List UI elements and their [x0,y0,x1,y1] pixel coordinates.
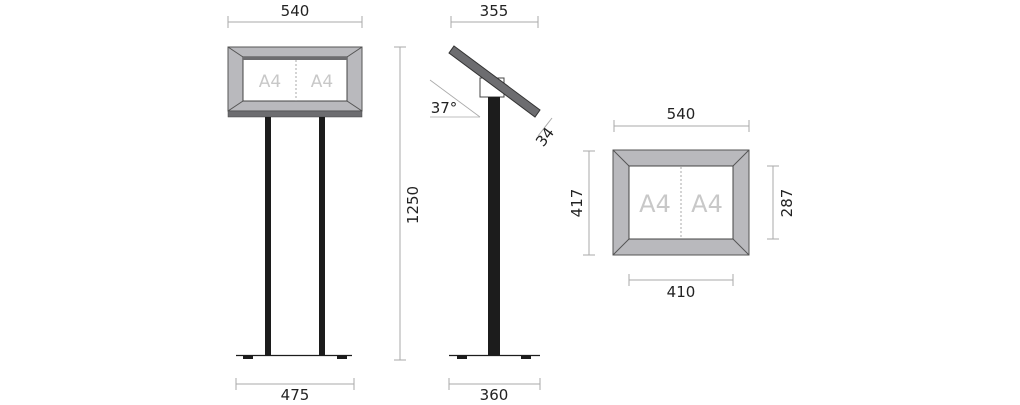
display-window [242,56,348,102]
angle-label: 37° [431,99,458,117]
side-depth-label: 355 [480,2,509,20]
tilted-panel [448,45,541,118]
a4-label: A4 [259,72,281,92]
height-label: 1250 [404,186,422,224]
panel-width-label: 540 [667,105,696,123]
side-view: 355 37° 34 360 [429,2,558,404]
inner-height-label: 287 [778,189,796,218]
a4-label: A4 [691,190,723,218]
post [319,117,325,355]
front-width-label: 540 [281,2,310,20]
a4-label: A4 [311,72,333,92]
panel-view: 540 A4 A4 417 287 410 [568,105,796,301]
front-view: 540 A4 A4 475 1250 [227,2,422,404]
thickness-label: 34 [532,124,558,150]
panel-height-label: 417 [568,189,586,218]
a4-label: A4 [639,190,671,218]
post [265,117,271,355]
inner-width-label: 410 [667,283,696,301]
base-depth-label: 360 [480,386,509,404]
panel-window [628,165,734,240]
post [488,97,500,355]
base-width-label: 475 [281,386,310,404]
